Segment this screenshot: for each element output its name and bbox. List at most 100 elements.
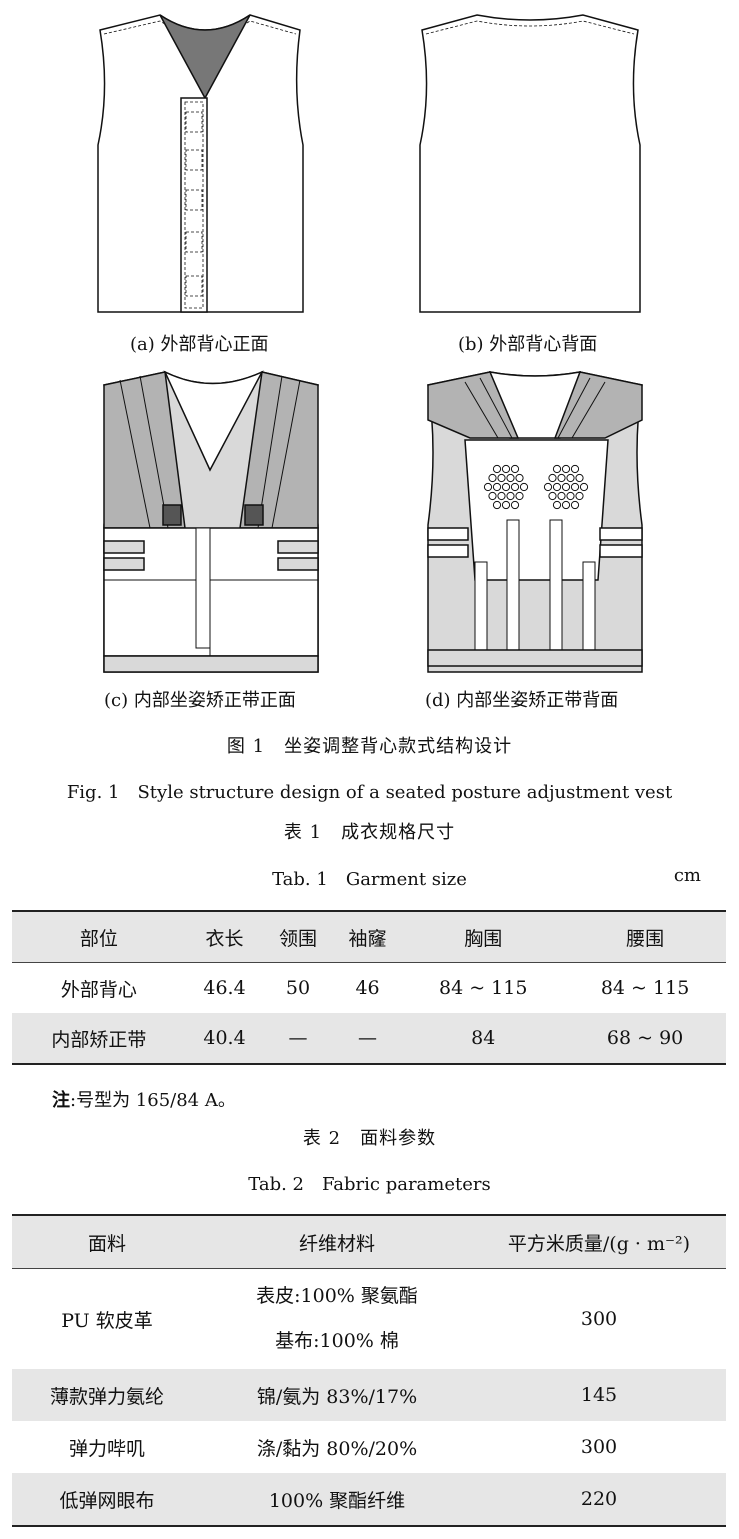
vent-hole — [548, 473, 557, 483]
garment-size-table: 部位 衣长 领围 袖窿 胸围 腰围 外部背心 46.4 50 46 84 ~ 1… — [12, 910, 726, 1065]
vent-hole — [561, 482, 571, 492]
vent-hole — [483, 482, 493, 492]
table-cell: 300 — [580, 1436, 618, 1458]
table-row: PU 软皮革 表皮:100% 聚氨酯 基布:100% 棉 300 — [12, 1269, 726, 1370]
note-label: 注 — [52, 1090, 70, 1111]
header-cell: 胸围 — [402, 911, 565, 963]
vent-hole — [492, 464, 502, 474]
table-cell: 84 — [402, 1013, 565, 1064]
table-cell: PU 软皮革 — [61, 1309, 153, 1332]
table-cell: 50 — [285, 977, 311, 999]
belt-back-drawing — [427, 371, 643, 673]
table1-note: 注:号型为 165/84 A。 — [52, 1086, 236, 1112]
header-cell: 部位 — [12, 911, 186, 963]
table-header-row: 部位 衣长 领围 袖窿 胸围 腰围 — [12, 911, 726, 963]
vent-hole — [557, 491, 566, 501]
table-cell: 表皮:100% 聚氨酯 基布:100% 棉 — [202, 1269, 472, 1370]
table-cell: 46 — [355, 977, 380, 999]
figure-caption-en: Fig. 1 Style structure design of a seate… — [66, 782, 673, 803]
table1-caption-en: Tab. 1 Garment size — [272, 869, 467, 890]
header-cell: 平方米质量/(g · m⁻²) — [472, 1215, 726, 1269]
vent-hole — [561, 464, 571, 474]
table-cell: 68 ~ 90 — [564, 1013, 726, 1064]
fiber-line: 表皮:100% 聚氨酯 — [256, 1285, 418, 1307]
vent-hole — [519, 482, 529, 492]
vent-hole — [579, 482, 589, 492]
vent-hole — [543, 482, 553, 492]
vent-hole — [575, 473, 584, 483]
vent-hole — [492, 482, 502, 492]
vent-hole — [492, 500, 502, 510]
vent-hole — [497, 473, 506, 483]
header-cell: 纤维材料 — [202, 1215, 472, 1269]
vent-hole — [510, 500, 520, 510]
table-cell: 外部背心 — [60, 978, 137, 1001]
vent-hole — [566, 491, 575, 501]
subcaption-d: (d) 内部坐姿矫正带背面 — [425, 690, 619, 711]
vent-hole — [501, 482, 511, 492]
table2-caption-en: Tab. 2 Fabric parameters — [248, 1174, 491, 1195]
table1-caption-cn: 表 1 成衣规格尺寸 — [283, 822, 456, 843]
table-cell: 锦/氨为 83%/17% — [202, 1369, 472, 1421]
table-cell: 46.4 — [203, 977, 246, 999]
vest-drawings — [97, 14, 643, 673]
vent-hole — [570, 482, 580, 492]
table-cell: 100% 聚酯纤维 — [202, 1473, 472, 1526]
header-cell: 腰围 — [564, 911, 726, 963]
subcaption-c: (c) 内部坐姿矫正带正面 — [104, 690, 296, 711]
table-cell: 84 ~ 115 — [600, 977, 690, 999]
table-row: 弹力哔叽 涤/黏为 80%/20% 300 — [12, 1421, 726, 1473]
table-cell: 220 — [472, 1473, 726, 1526]
table-cell: 内部矫正带 — [12, 1013, 186, 1064]
fabric-parameters-table: 面料 纤维材料 平方米质量/(g · m⁻²) PU 软皮革 表皮:100% 聚… — [12, 1214, 726, 1527]
figure-caption-cn: 图 1 坐姿调整背心款式结构设计 — [226, 736, 513, 757]
table-row: 低弹网眼布 100% 聚酯纤维 220 — [12, 1473, 726, 1526]
vent-hole — [548, 491, 557, 501]
vest-figure: (a) 外部背心正面 (b) 外部背心背面 (c) 内部坐姿矫正带正面 (d) … — [0, 0, 739, 720]
subcaption-b: (b) 外部背心背面 — [458, 334, 598, 355]
note-text: :号型为 165/84 A。 — [70, 1090, 236, 1111]
vent-hole — [488, 473, 497, 483]
vent-hole — [506, 473, 515, 483]
vent-hole — [515, 473, 524, 483]
vent-hole — [510, 482, 520, 492]
vent-hole — [515, 491, 524, 501]
vent-hole — [575, 491, 584, 501]
table-cell: 145 — [472, 1369, 726, 1421]
table-cell: 低弹网眼布 — [12, 1473, 202, 1526]
table-cell: 84 ~ 115 — [439, 977, 528, 999]
vent-hole — [497, 491, 506, 501]
vent-hole — [506, 491, 515, 501]
header-cell: 衣长 — [185, 911, 264, 963]
table-cell: 弹力哔叽 — [68, 1437, 145, 1460]
vent-hole — [501, 464, 511, 474]
vent-hole — [570, 500, 580, 510]
table-row: 薄款弹力氨纶 锦/氨为 83%/17% 145 — [12, 1369, 726, 1421]
vent-hole — [557, 473, 566, 483]
vest-back-drawing — [419, 14, 641, 313]
vent-hole — [566, 473, 575, 483]
header-cell: 袖窿 — [332, 911, 403, 963]
vent-hole — [488, 491, 497, 501]
table-cell: 300 — [580, 1308, 618, 1330]
header-cell: 领围 — [263, 911, 333, 963]
table-row: 内部矫正带 40.4 — — 84 68 ~ 90 — [12, 1013, 726, 1064]
table1-unit: cm — [673, 865, 701, 886]
belt-front-drawing — [103, 370, 319, 673]
vent-hole — [501, 500, 511, 510]
vent-hole — [552, 482, 562, 492]
header-cell: 面料 — [12, 1215, 202, 1269]
table-cell: 薄款弹力氨纶 — [12, 1369, 202, 1421]
table-cell: 涤/黏为 80%/20% — [256, 1437, 418, 1460]
subcaption-a: (a) 外部背心正面 — [130, 334, 269, 355]
table2-caption-cn: 表 2 面料参数 — [302, 1128, 437, 1149]
table-cell: 40.4 — [185, 1013, 264, 1064]
vest-front-drawing — [97, 14, 304, 313]
table-cell: — — [263, 1013, 333, 1064]
vent-hole — [561, 500, 571, 510]
table-cell: — — [332, 1013, 403, 1064]
vent-hole — [510, 464, 520, 474]
table-header-row: 面料 纤维材料 平方米质量/(g · m⁻²) — [12, 1215, 726, 1269]
vent-hole — [552, 464, 562, 474]
vent-hole — [552, 500, 562, 510]
